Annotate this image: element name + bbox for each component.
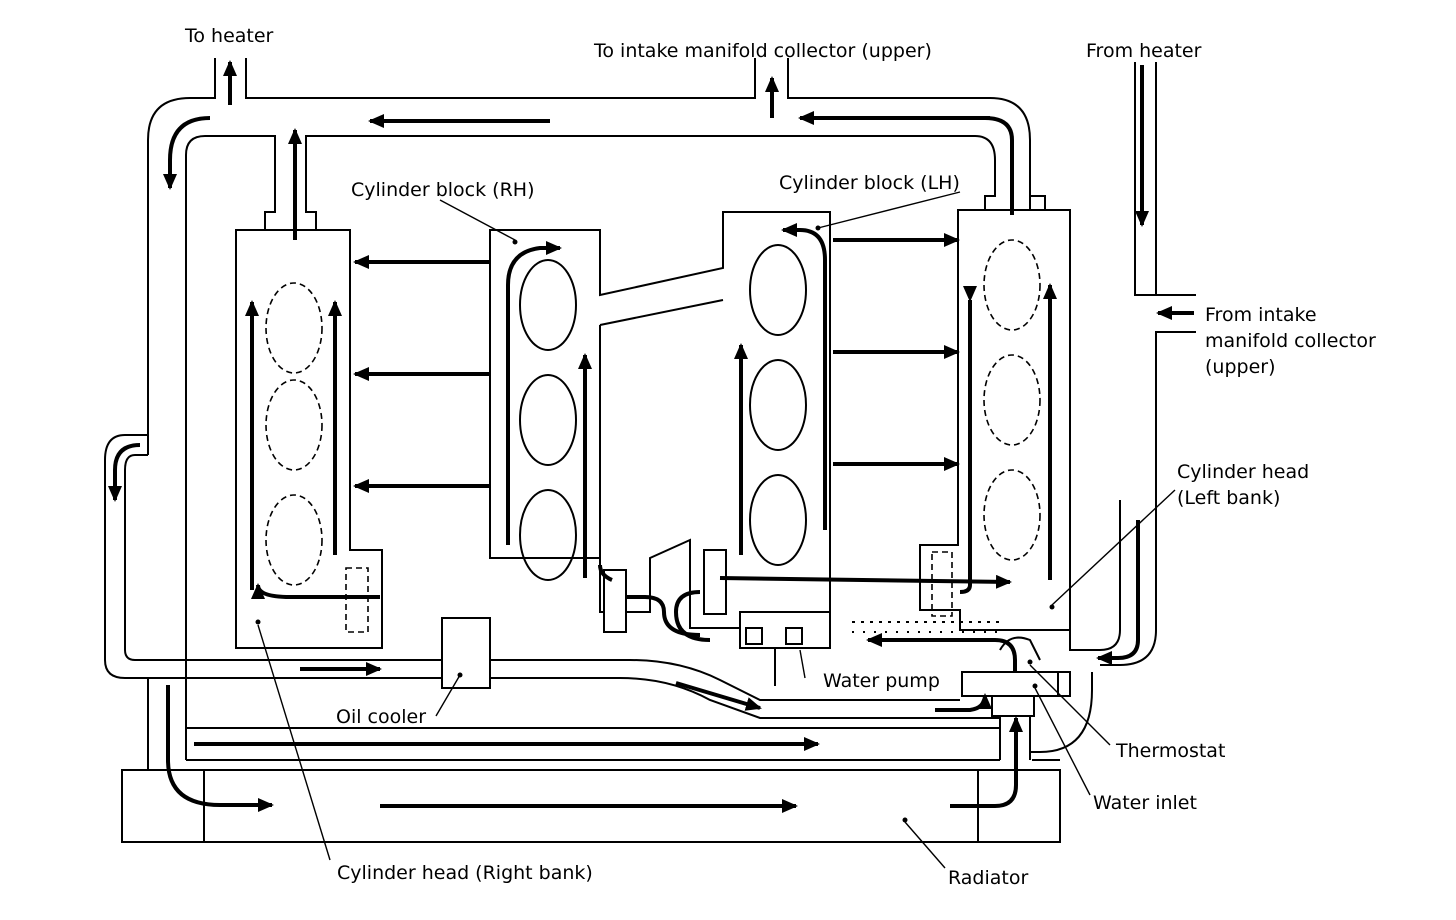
label-radiator: Radiator	[948, 867, 1028, 889]
right-inlet-pipes	[1030, 62, 1196, 753]
cylinder-head-left-bank	[852, 209, 1071, 633]
label-cylinder-head-left-line1: Cylinder head	[1177, 461, 1309, 483]
thermostat-housing	[961, 636, 1071, 760]
leader-lines	[255, 191, 1176, 869]
label-cylinder-block-lh: Cylinder block (LH)	[779, 172, 960, 194]
water-pump	[739, 611, 831, 686]
label-cylinder-block-rh: Cylinder block (RH)	[351, 179, 534, 201]
label-water-inlet: Water inlet	[1093, 792, 1197, 814]
cylinder-head-right-bank	[235, 229, 383, 649]
cylinder-block-rh	[489, 211, 831, 649]
top-pipe	[147, 58, 1046, 760]
oil-cooler	[441, 617, 491, 689]
label-water-pump: Water pump	[823, 670, 940, 692]
flow-arrows	[108, 60, 1194, 813]
label-cylinder-head-right: Cylinder head (Right bank)	[337, 862, 593, 884]
left-loop-pipe	[104, 434, 148, 679]
label-oil-cooler: Oil cooler	[336, 706, 426, 728]
label-from-intake-line2: manifold collector	[1205, 330, 1376, 352]
label-to-intake-manifold: To intake manifold collector (upper)	[593, 40, 932, 62]
label-from-heater: From heater	[1086, 40, 1202, 62]
label-from-intake-line3: (upper)	[1205, 356, 1276, 378]
label-from-intake-line1: From intake	[1205, 304, 1317, 326]
label-to-heater: To heater	[184, 25, 274, 47]
label-thermostat: Thermostat	[1115, 740, 1225, 762]
label-cylinder-head-left-line2: (Left bank)	[1177, 487, 1280, 509]
